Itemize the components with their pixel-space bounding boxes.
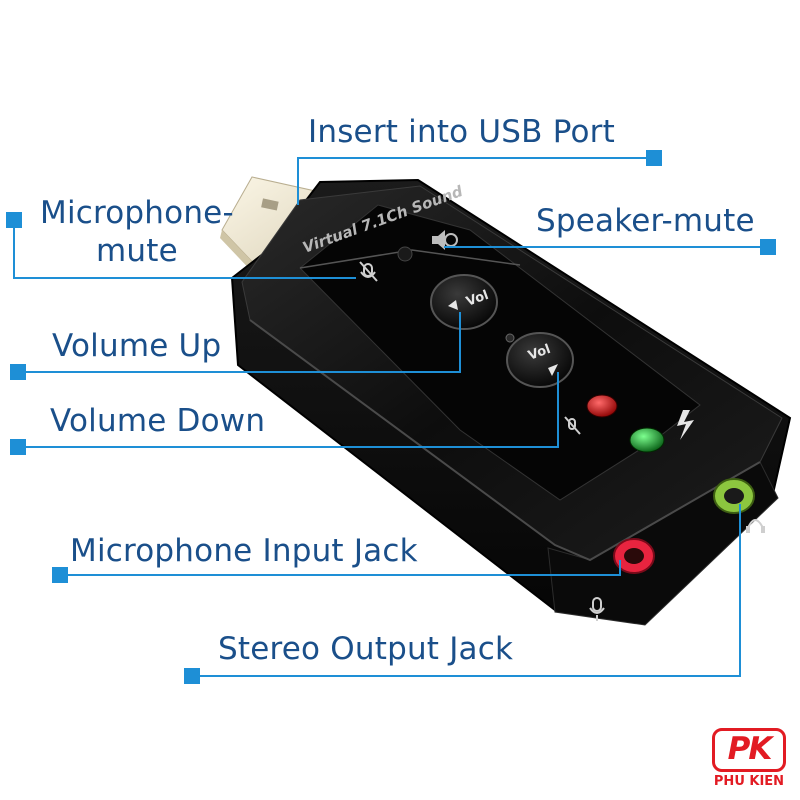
endpoint-volume-down [10,439,26,455]
label-microphone-mute-line2: mute [96,233,178,269]
label-volume-up: Volume Up [52,328,222,364]
leader-mic-jack [60,560,621,576]
mic-mute-led-icon [564,416,581,435]
mic-icon [589,597,605,621]
green-led [629,427,665,453]
leader-volume-up [18,312,461,373]
leader-endpoints [6,150,776,684]
indicator-dot [505,333,515,343]
leader-lines [13,157,768,677]
leader-volume-down [18,372,559,448]
brand-logo: PK PHU KIEN [706,728,792,792]
brand-mark-frame [712,728,786,772]
endpoint-mic-jack [52,567,68,583]
leader-stereo-jack [192,504,741,677]
endpoint-speaker-mute [760,239,776,255]
microphone-input-jack [613,538,655,574]
endpoint-usb [646,150,662,166]
mic-mute-icon [359,261,378,282]
label-speaker-mute: Speaker-mute [536,203,755,239]
label-volume-down: Volume Down [50,403,266,439]
stereo-output-jack [713,478,755,514]
headphone-icon [746,519,765,533]
volume-down-button[interactable]: Vol [506,332,574,388]
label-microphone-mute-line1: Microphone- [40,195,234,231]
brand-name: PHU KIEN [713,774,785,789]
brand-mark-letters: PK [727,731,773,767]
label-stereo-output-jack: Stereo Output Jack [218,631,514,667]
power-lightning-icon [677,410,694,440]
leader-mic-mute [13,220,356,279]
svg-text:Vol: Vol [526,342,553,364]
endpoint-stereo-jack [184,668,200,684]
endpoint-volume-up [10,364,26,380]
status-hole [397,246,413,262]
leader-usb [297,157,654,205]
red-led [586,394,618,418]
volume-up-button[interactable]: Vol [430,274,498,330]
label-microphone-input-jack: Microphone Input Jack [70,533,418,569]
svg-text:Vol: Vol [464,288,491,310]
endpoint-mic-mute [6,212,22,228]
label-insert-usb: Insert into USB Port [308,114,615,150]
